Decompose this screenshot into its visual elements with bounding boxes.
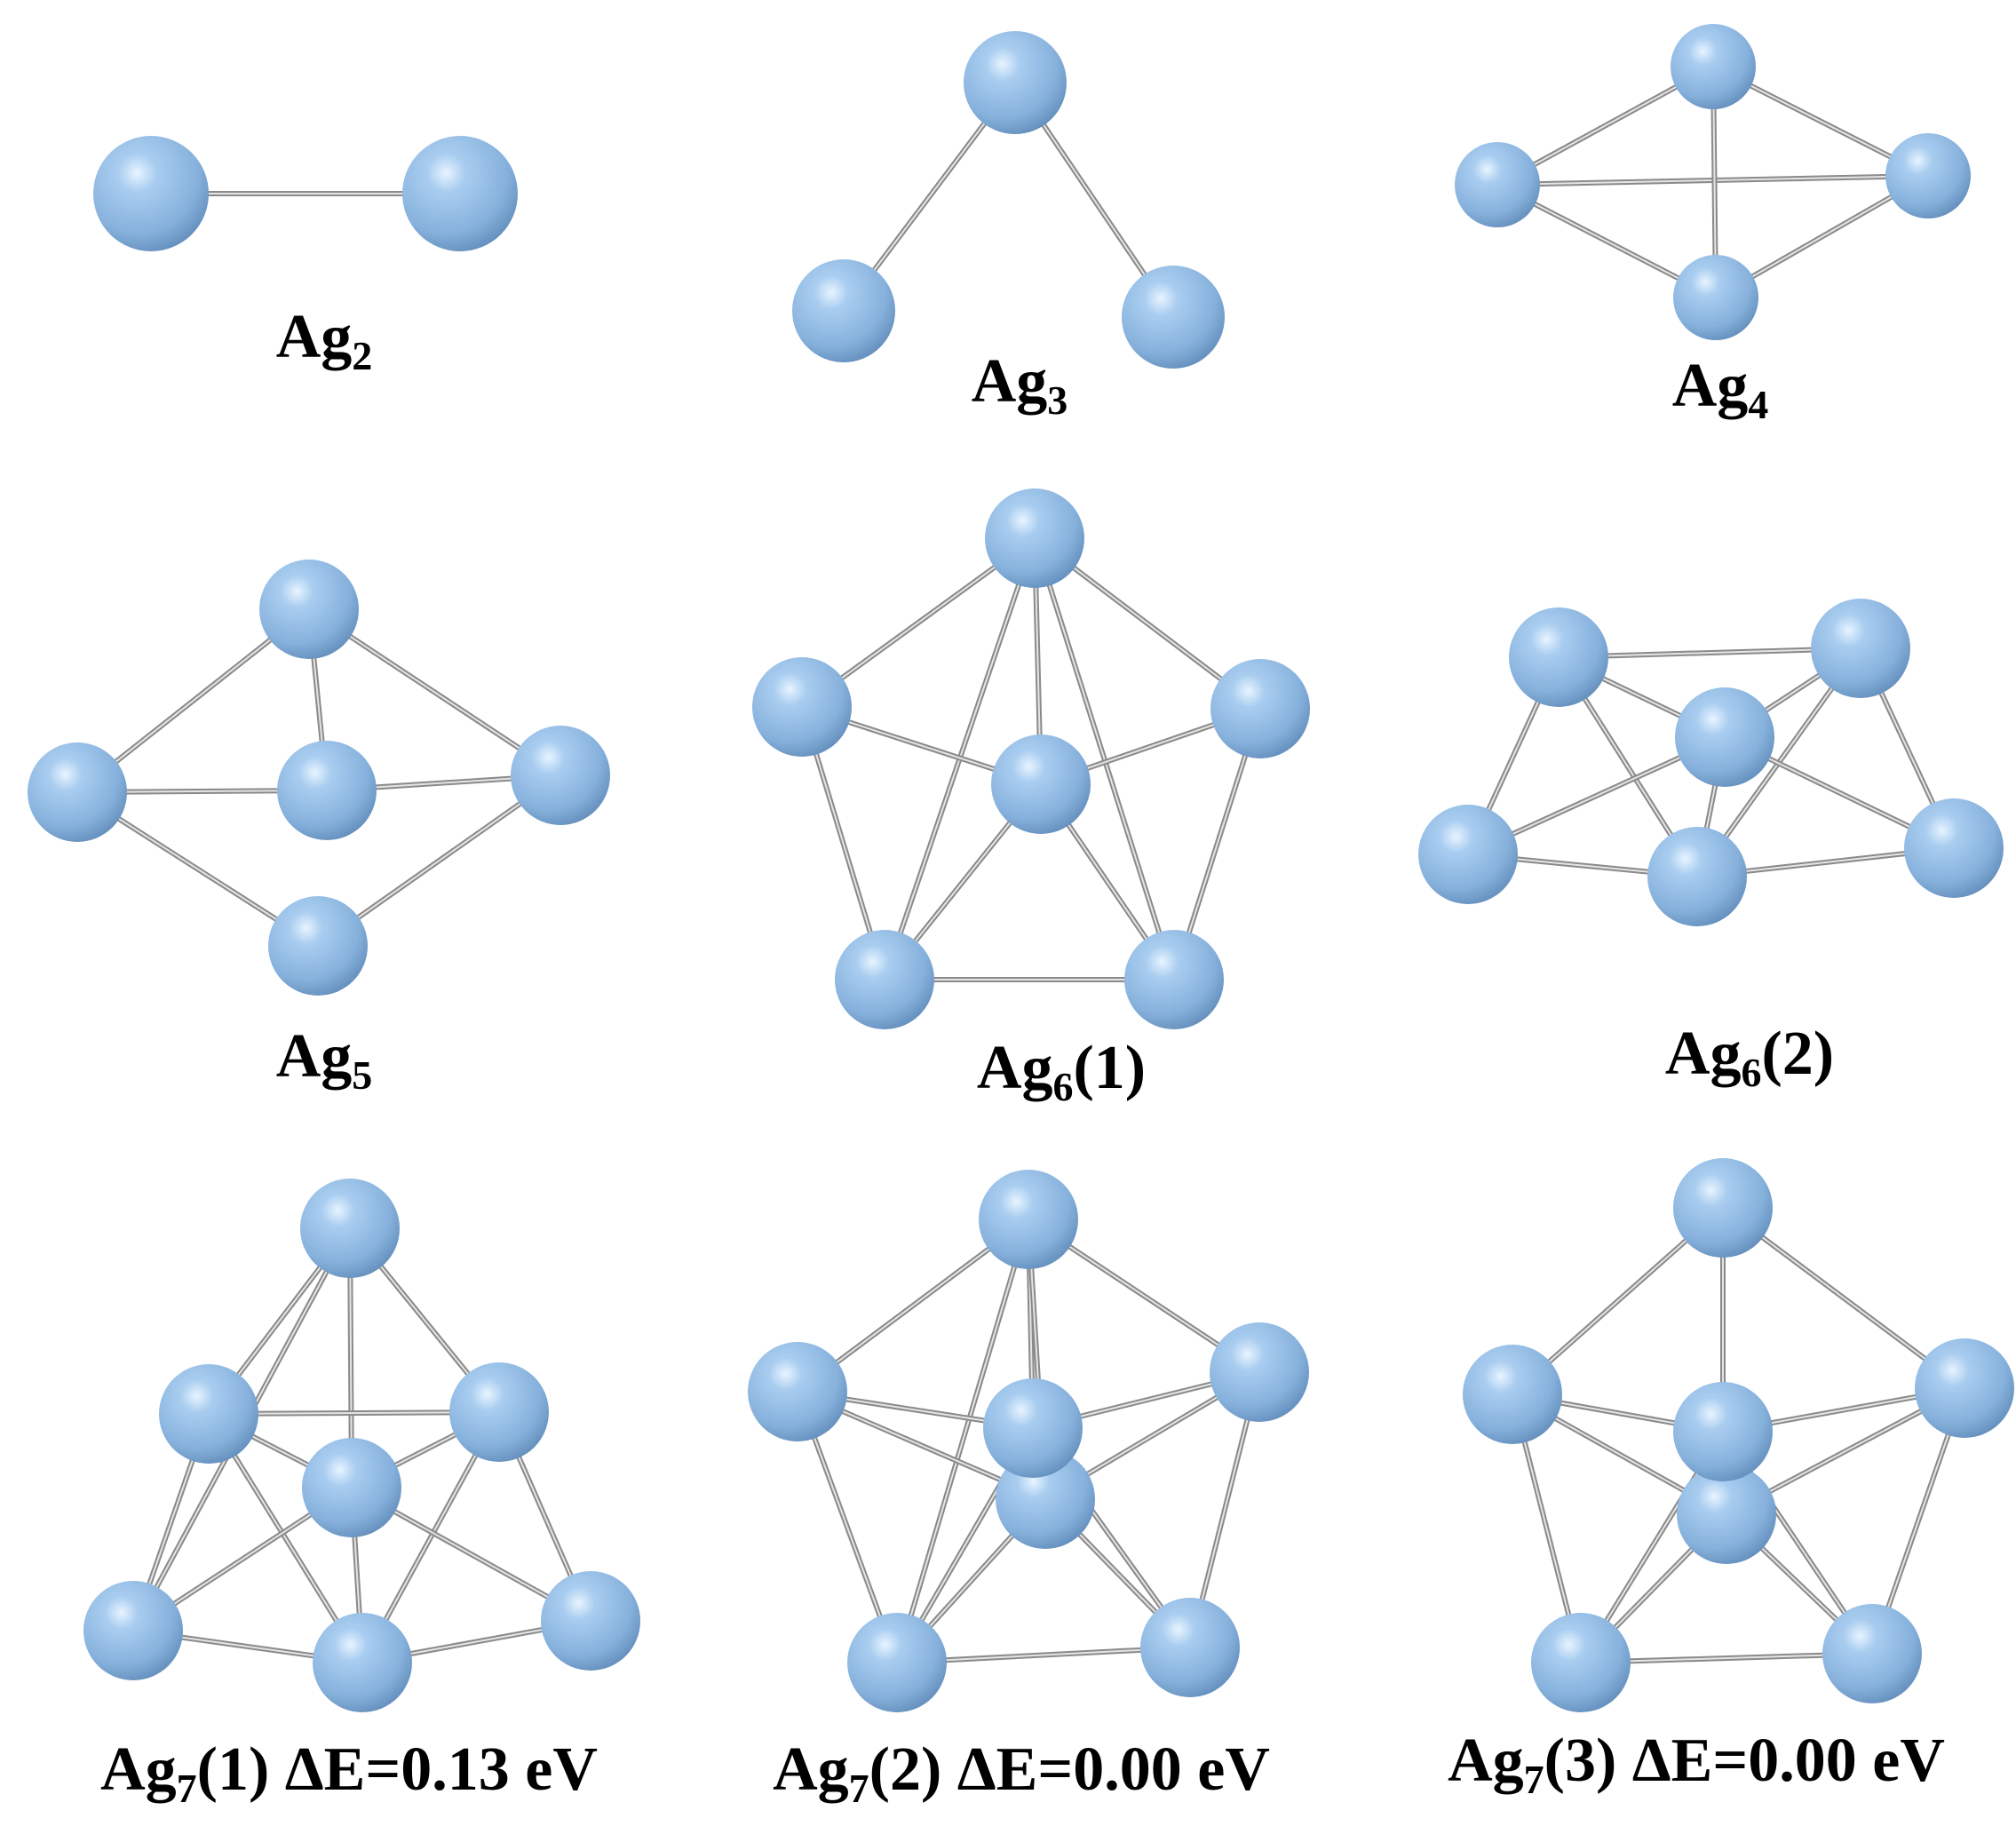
- ag3-atom-1: [792, 259, 895, 362]
- ag3-atom-0: [964, 31, 1067, 134]
- ag5-atom-3: [511, 726, 610, 825]
- label-ag2: Ag2: [275, 303, 373, 378]
- ag6-1-atom-0: [985, 488, 1084, 588]
- ag7-1-atom-5: [313, 1613, 412, 1712]
- ag7-2-atom-0: [979, 1170, 1078, 1269]
- ag6-2-atom-5: [1904, 798, 2004, 898]
- ag6-1-atom-2: [991, 734, 1091, 834]
- ag6-1-bond-highlight-4: [1034, 537, 1175, 980]
- ag6-2-bond-highlight-0: [1558, 647, 1861, 658]
- ag7-3-atom-4: [1673, 1382, 1773, 1481]
- ag7-1-atom-1: [159, 1364, 258, 1464]
- ag7-2-atom-6: [1140, 1598, 1240, 1697]
- ag6-2-atom-0: [1509, 607, 1608, 707]
- ag2-atom-0: [93, 136, 209, 251]
- ag7-1-atom-2: [449, 1362, 549, 1462]
- ag5-bond-highlight-2: [308, 608, 561, 776]
- ag5-atom-1: [28, 742, 127, 842]
- ag4-atom-1: [1455, 142, 1540, 227]
- ag6-2-atom-2: [1675, 687, 1774, 787]
- label-ag4: Ag4: [1671, 352, 1769, 427]
- ag7-3-atom-2: [1915, 1338, 2014, 1438]
- ag6-1-atom-3: [1210, 659, 1310, 758]
- ag6-1-atom-1: [752, 657, 852, 757]
- ag7-3-atom-5: [1531, 1613, 1631, 1712]
- ag6-2-atom-4: [1647, 827, 1747, 926]
- label-ag6-1: Ag6(1): [976, 1034, 1147, 1109]
- ag4-atom-3: [1673, 255, 1758, 340]
- ag7-1-atom-4: [83, 1581, 183, 1680]
- ag7-2-atom-1: [748, 1342, 847, 1441]
- ag3-atom-2: [1122, 266, 1225, 369]
- ag6-2-atom-1: [1811, 599, 1910, 698]
- ag4-atom-2: [1885, 133, 1971, 218]
- ag7-3-atom-0: [1673, 1158, 1773, 1258]
- label-ag7-3: Ag7(3) ΔE=0.00 eV: [1448, 1727, 1945, 1802]
- ag5-atom-4: [268, 896, 368, 996]
- ag7-2-bond-highlight-2: [896, 1219, 1029, 1663]
- ag5-atom-2: [277, 741, 377, 840]
- label-ag7-1: Ag7(1) ΔE=0.13 eV: [100, 1735, 598, 1811]
- ag7-3-atom-3: [1677, 1465, 1776, 1564]
- label-ag7-2: Ag7(2) ΔE=0.00 eV: [773, 1735, 1270, 1811]
- ag6-2-atom-3: [1418, 805, 1518, 904]
- ag7-3-atom-6: [1822, 1604, 1922, 1703]
- label-ag3: Ag3: [971, 347, 1068, 423]
- ag6-1-atom-4: [835, 930, 934, 1029]
- ag7-3-bond-highlight-1: [1722, 1207, 1965, 1389]
- ag7-3-atom-1: [1463, 1345, 1562, 1444]
- ag6-1-atom-5: [1124, 930, 1224, 1029]
- ag7-2-atom-4: [983, 1378, 1083, 1478]
- ag2-atom-1: [402, 136, 518, 251]
- ag4-atom-0: [1671, 24, 1756, 109]
- ag7-2-atom-2: [1210, 1322, 1309, 1422]
- ag7-1-atom-3: [302, 1438, 401, 1537]
- ag5-atom-0: [259, 560, 359, 659]
- ag7-1-atom-0: [300, 1179, 400, 1278]
- label-ag5: Ag5: [275, 1022, 373, 1098]
- ag7-2-atom-5: [847, 1613, 947, 1712]
- ag7-1-atom-6: [541, 1571, 640, 1671]
- label-ag6-2: Ag6(2): [1664, 1020, 1835, 1095]
